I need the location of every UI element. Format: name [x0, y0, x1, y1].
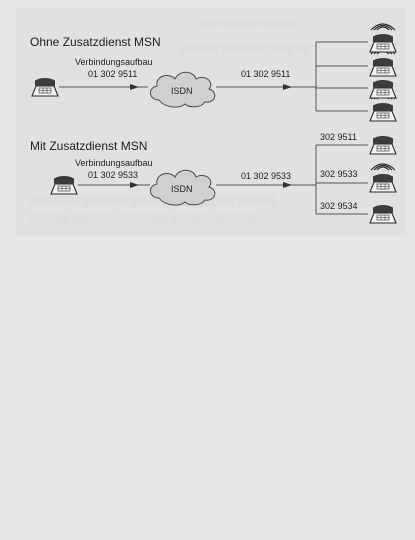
bleed-through-text: ░░░░ ░░░░░░░░ ░░░░░░░ [200, 20, 299, 27]
bottom-setup-label: Verbindungsaufbau [75, 158, 153, 168]
top-title: Ohne Zusatzdienst MSN [30, 35, 161, 49]
extension-number: 302 9511 [320, 132, 357, 142]
extension-phone-icon [369, 33, 397, 53]
arrow-icon [130, 182, 139, 188]
extension-number: 302 9533 [320, 169, 358, 179]
bleed-through-text: ░░░░░░ ░░░░░░░ ░░░░░░░░ ░░░░░░ ░░░░░░░░ [30, 214, 264, 224]
extension-phone-icon [369, 204, 397, 224]
bleed-through-text: ░░░░░░ ░░░░░░░ ░░░░ ░░ [180, 44, 309, 54]
ringing-icon [370, 163, 396, 171]
ringing-icon [370, 23, 396, 31]
caller-phone-icon [50, 175, 78, 195]
caller-phone-icon [31, 77, 59, 97]
bottom-network-label: ISDN [171, 184, 193, 194]
bottom-forwarded-number: 01 302 9533 [241, 171, 292, 181]
top-network-label: ISDN [171, 86, 193, 96]
arrow-icon [283, 182, 292, 188]
bleed-through-text: ░░░░░░░░ ░░░░░░░ ░░░░░░ ░░░░░░░░░░ ░░░░░… [30, 196, 276, 206]
bottom-title: Mit Zusatzdienst MSN [30, 139, 148, 153]
extension-phone-icon [369, 57, 397, 77]
top-setup-label: Verbindungsaufbau [75, 57, 153, 67]
arrow-icon [283, 84, 292, 90]
top-forwarded-number: 01 302 9511 [241, 69, 291, 79]
extension-phone-icon [369, 135, 397, 155]
extension-number: 302 9534 [320, 201, 358, 211]
extension-phone-icon [369, 79, 397, 99]
bottom-dialed-number: 01 302 9533 [88, 170, 139, 180]
extension-phone-icon [369, 102, 397, 122]
extension-phone-icon [369, 173, 397, 193]
top-dialed-number: 01 302 9511 [88, 69, 138, 79]
arrow-icon [130, 84, 139, 90]
